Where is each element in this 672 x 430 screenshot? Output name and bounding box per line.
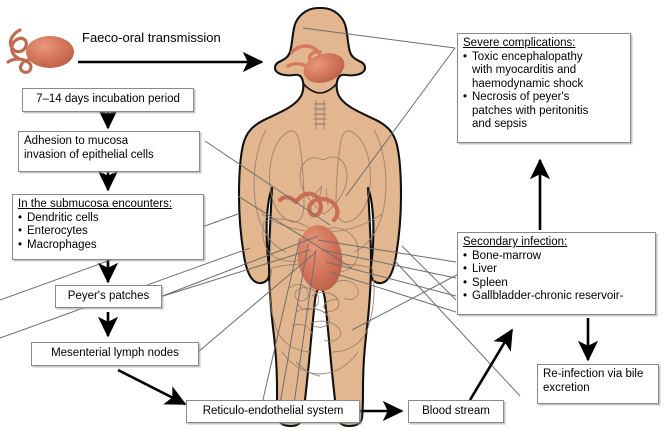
- box-reinfection-via-bile: Re-infection via bile excretion: [537, 364, 659, 404]
- list-item-continuation: and sepsis: [472, 118, 527, 130]
- list-item-continuation: haemodynamic shock: [472, 77, 584, 90]
- secondary-infection-header: Secondary infection:: [463, 236, 568, 248]
- faeco-oral-transmission-label: Faeco-oral transmission: [82, 30, 221, 45]
- peyers-patches-text: Peyer's patches: [67, 289, 150, 302]
- list-item: Bone-marrow: [463, 250, 650, 264]
- submucosa-header: In the submucosa encounters:: [18, 198, 173, 210]
- list-item-continuation: patches with peritonitis: [472, 104, 589, 117]
- bacterium-at-mouth-icon: [286, 44, 345, 83]
- box-incubation-period: 7–14 days incubation period: [22, 88, 194, 112]
- blood-stream-text: Blood stream: [422, 404, 490, 417]
- list-item: Enterocytes: [18, 225, 198, 239]
- box-reticulo-endothelial-system: Reticulo-endothelial system: [186, 400, 360, 423]
- list-item: Liver: [463, 263, 650, 277]
- reticulo-endothelial-text: Reticulo-endothelial system: [202, 404, 344, 417]
- list-item: Toxic encephalopathy: [463, 51, 625, 65]
- list-item: Gallbladder-chronic reservoir-: [463, 290, 650, 304]
- mesenterial-lymph-nodes-text: Mesenterial lymph nodes: [51, 347, 179, 360]
- reinfection-line-1: Re-infection via bile: [543, 368, 644, 380]
- flow-arrows: [78, 51, 599, 422]
- adhesion-line-1: Adhesion to mucosa: [24, 135, 129, 147]
- box-peyers-patches: Peyer's patches: [55, 285, 162, 308]
- list-item: Spleen: [463, 277, 650, 291]
- list-item: Necrosis of peyer's: [463, 91, 625, 105]
- list-item-continuation: with myocarditis and: [472, 64, 577, 76]
- incubation-period-text: 7–14 days incubation period: [36, 93, 180, 106]
- list-item: Dendritic cells: [18, 212, 198, 226]
- severe-complications-list: Toxic encephalopathy with myocarditis an…: [463, 51, 625, 132]
- list-item: Macrophages: [18, 239, 198, 253]
- reinfection-line-2: excretion: [543, 381, 590, 394]
- box-mesenterial-lymph-nodes: Mesenterial lymph nodes: [31, 342, 199, 366]
- box-secondary-infection: Secondary infection: Bone-marrow Liver S…: [457, 232, 656, 315]
- secondary-infection-list: Bone-marrow Liver Spleen Gallbladder-chr…: [463, 250, 650, 304]
- box-adhesion-to-mucosa: Adhesion to mucosa invasion of epithelia…: [18, 131, 200, 172]
- box-severe-complications: Severe complications: Toxic encephalopat…: [457, 33, 631, 143]
- box-submucosa-encounters: In the submucosa encounters: Dendritic c…: [12, 194, 204, 260]
- adhesion-line-2: invasion of epithelial cells: [24, 148, 154, 161]
- box-blood-stream: Blood stream: [408, 400, 504, 423]
- severe-complications-header: Severe complications:: [463, 37, 576, 49]
- submucosa-list: Dendritic cells Enterocytes Macrophages: [18, 212, 198, 253]
